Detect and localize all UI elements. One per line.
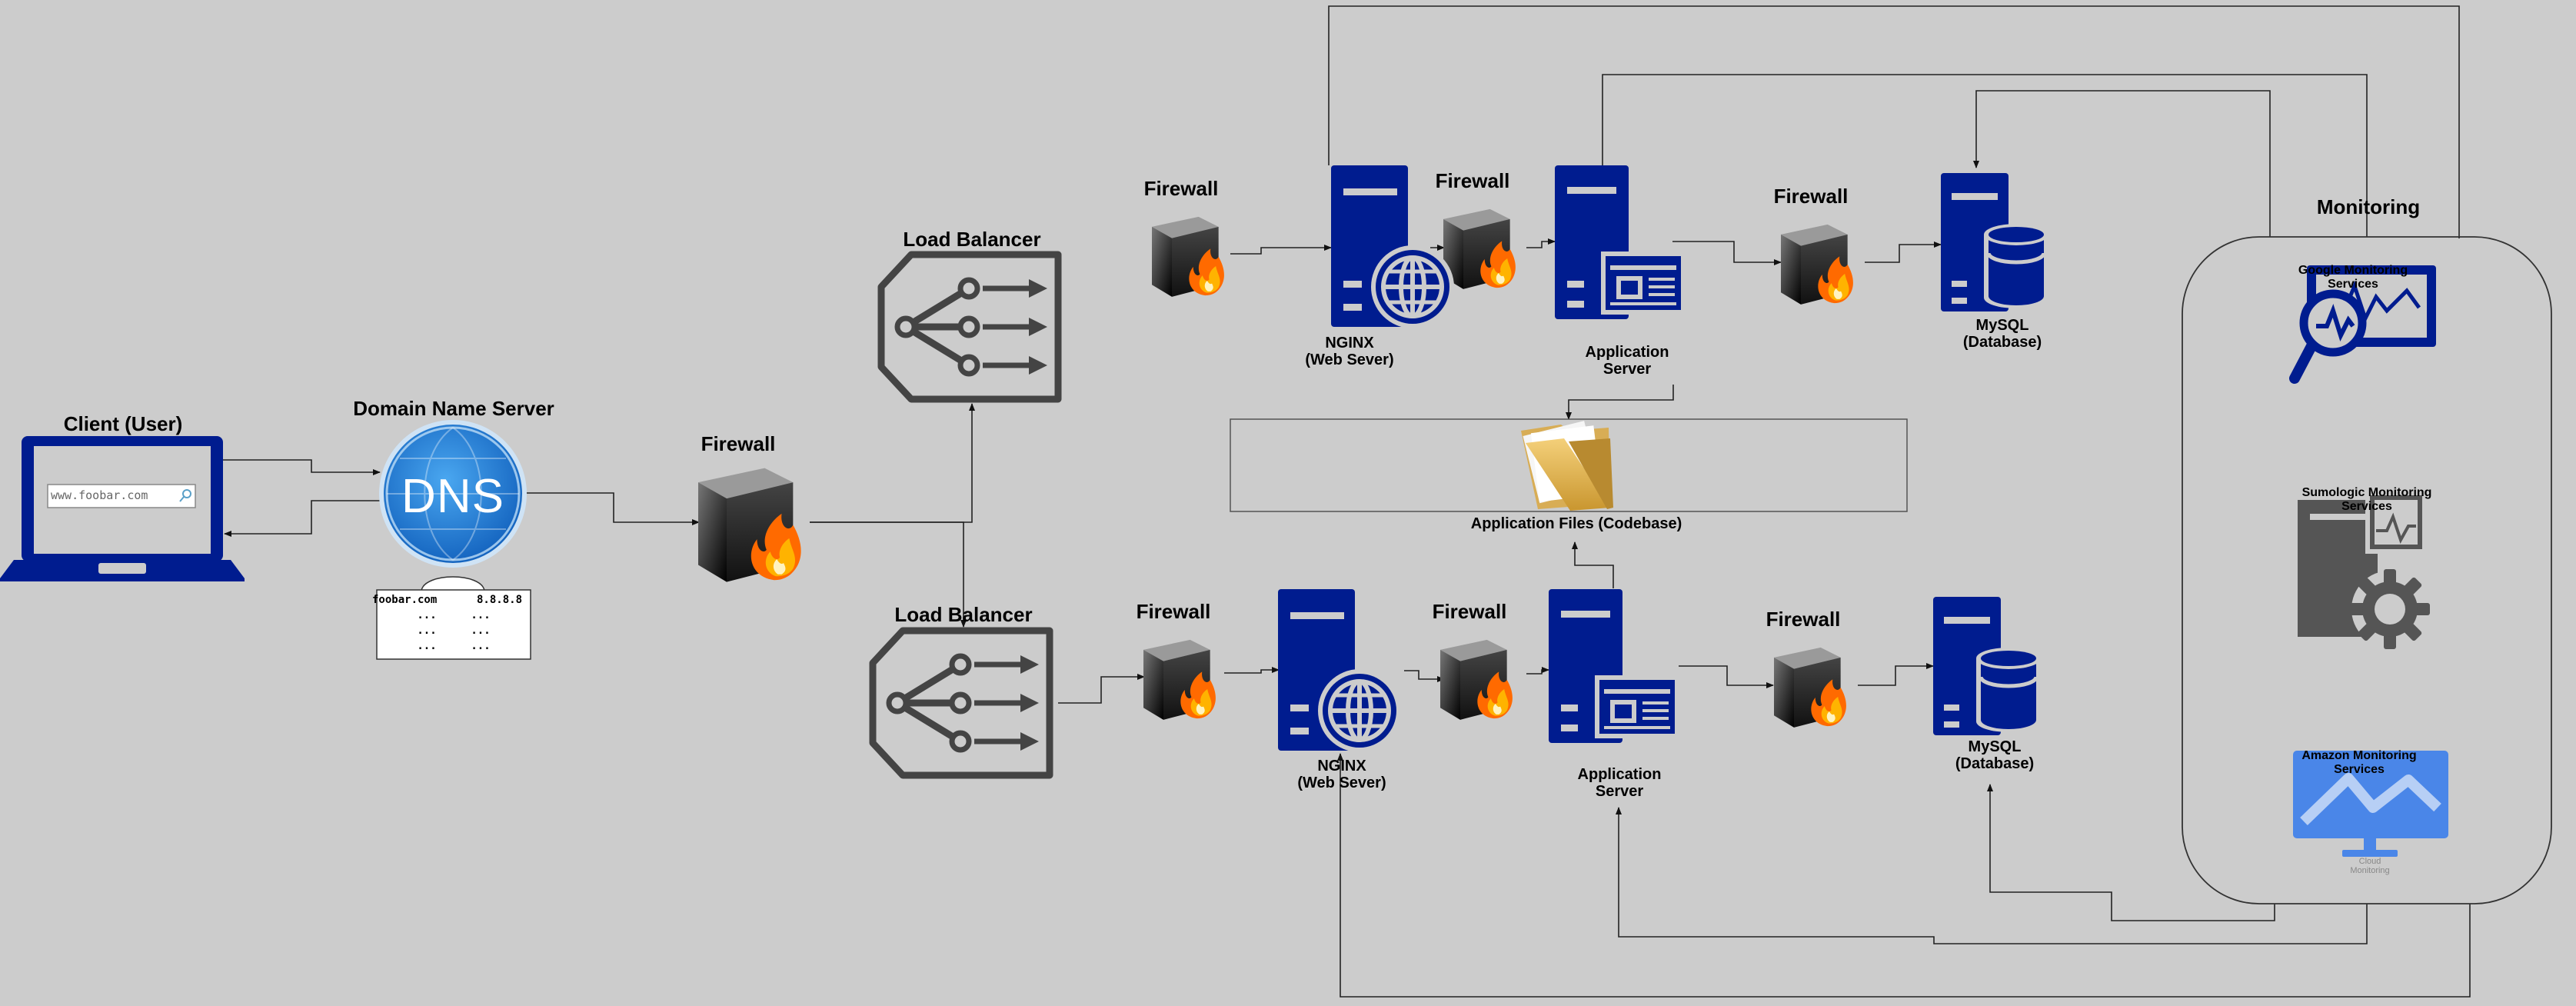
cloud-caption-line1: Cloud: [2358, 857, 2381, 866]
nginx-label-line2: (Web Sever): [1305, 351, 1394, 368]
mysql-label-bottom: MySQL (Database): [1933, 738, 2056, 772]
nginx-label-top: NGINX (Web Sever): [1288, 335, 1411, 368]
firewall-icon-bottom-2: [1440, 639, 1513, 720]
application-server-icon-bottom: [1549, 589, 1679, 743]
sumo-label-line1: Sumologic Monitoring: [2301, 486, 2432, 499]
dns-dots: ...: [417, 625, 437, 637]
google-monitoring-label: Google Monitoring Services: [2276, 264, 2430, 291]
dns-record-table: [376, 576, 531, 660]
sumologic-monitoring-icon: [2298, 491, 2430, 649]
sumologic-monitoring-label: Sumologic Monitoring Services: [2290, 486, 2444, 514]
firewall-label-bottom-3: Firewall: [1766, 608, 1841, 631]
firewall-label-main: Firewall: [701, 432, 776, 455]
firewall-label-bottom-2: Firewall: [1432, 600, 1507, 623]
firewall-icon-bottom-3: [1774, 647, 1846, 728]
amazon-label-line1: Amazon Monitoring: [2301, 749, 2417, 762]
nginx-label-bottom: NGINX (Web Sever): [1280, 758, 1403, 791]
sumo-label-line2: Services: [2341, 500, 2392, 513]
dns-title: Domain Name Server: [353, 397, 554, 420]
dns-icon-text: DNS: [401, 470, 504, 523]
google-label-line1: Google Monitoring: [2298, 264, 2408, 277]
firewall-label-top-1: Firewall: [1143, 177, 1219, 200]
firewall-icon-top-1: [1152, 216, 1224, 297]
load-balancer-label-top: Load Balancer: [903, 228, 1041, 251]
load-balancer-icon-top: [881, 255, 1058, 399]
dns-dots: ...: [417, 609, 437, 621]
amazon-cloud-monitoring-icon: [2293, 751, 2448, 857]
app-label-line2: Server: [1603, 361, 1652, 378]
dns-server-icon: [379, 420, 527, 568]
app-label-line2: Server: [1595, 783, 1644, 800]
firewall-icon-top-2: [1443, 208, 1516, 289]
nginx-label-line1: NGINX: [1325, 335, 1374, 351]
dns-row1-name: foobar.com: [372, 594, 438, 606]
amazon-label-line2: Services: [2334, 763, 2385, 776]
mysql-database-icon-top: [1941, 173, 2048, 311]
firewall-icon-main: [698, 468, 801, 582]
client-laptop: [0, 436, 245, 581]
dns-dots: ...: [471, 640, 491, 652]
nginx-label-line1: NGINX: [1317, 758, 1366, 774]
nginx-server-icon-bottom: [1278, 589, 1401, 752]
folder-icon: [1521, 421, 1613, 511]
mysql-label-line1: MySQL: [1968, 738, 2022, 755]
connector-lines: [223, 5, 2471, 998]
nginx-label-line2: (Web Sever): [1297, 774, 1386, 791]
mysql-label-top: MySQL (Database): [1941, 317, 2064, 351]
amazon-monitoring-label: Amazon Monitoring Services: [2282, 749, 2436, 777]
firewall-icon-bottom-1: [1143, 639, 1216, 720]
app-server-label-bottom: Application Server: [1558, 766, 1681, 800]
mysql-label-line2: (Database): [1955, 755, 2035, 772]
firewall-icon-top-3: [1781, 224, 1853, 305]
dns-dots: ...: [471, 625, 491, 637]
client-title: Client (User): [63, 412, 183, 435]
firewall-label-top-3: Firewall: [1773, 185, 1849, 208]
load-balancer-icon-bottom: [873, 631, 1050, 775]
mysql-database-icon-bottom: [1933, 597, 2041, 735]
codebase-label: Application Files (Codebase): [1470, 515, 1682, 532]
google-monitoring-icon: [2289, 265, 2436, 384]
app-server-label-top: Application Server: [1566, 344, 1689, 378]
firewall-label-bottom-1: Firewall: [1136, 600, 1211, 623]
mysql-label-line1: MySQL: [1975, 317, 2029, 334]
firewall-label-top-2: Firewall: [1435, 169, 1510, 192]
app-label-line1: Application: [1577, 766, 1662, 783]
cloud-caption-line2: Monitoring: [2350, 866, 2390, 875]
cloud-monitoring-caption: Cloud Monitoring: [2331, 857, 2408, 875]
monitoring-title: Monitoring: [2316, 195, 2421, 218]
client-url-text: www.foobar.com: [51, 488, 148, 502]
monitoring-container: [2182, 236, 2552, 904]
codebase-container: [1230, 418, 1908, 512]
dns-dots: ...: [417, 640, 437, 652]
application-server-icon-top: [1555, 165, 1686, 319]
mysql-label-line2: (Database): [1962, 334, 2042, 351]
app-label-line1: Application: [1585, 344, 1669, 361]
google-label-line2: Services: [2328, 278, 2378, 291]
load-balancer-label-bottom: Load Balancer: [894, 603, 1033, 626]
dns-row1-ip: 8.8.8.8: [477, 594, 523, 606]
dns-dots: ...: [471, 609, 491, 621]
